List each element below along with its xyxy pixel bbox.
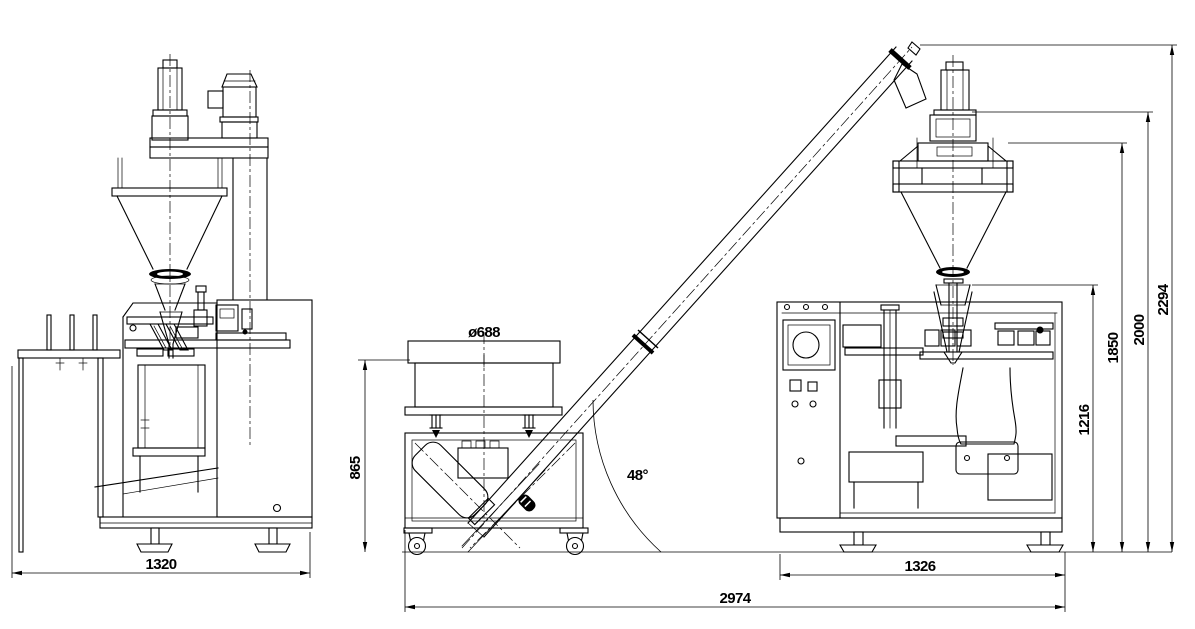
dim-platform-height: 1216: [972, 284, 1098, 552]
dimension-annotations: 1320 ø688 865 48° 2974: [11, 44, 1177, 612]
dim-filler-height: 1850: [1008, 142, 1127, 552]
cone-hopper-front: [116, 195, 223, 359]
feeder-side-view: [403, 332, 589, 556]
feeder-hopper: [404, 340, 563, 416]
panel-knob-3: [797, 457, 805, 465]
dim-overall-height: 2294: [920, 44, 1177, 552]
dim-motor-height-label: 2000: [1131, 314, 1148, 345]
front-view: [17, 54, 313, 553]
panel-dial: [792, 331, 820, 359]
caster-right: [559, 527, 589, 556]
dim-hopper-diameter-label: ø688: [468, 324, 500, 341]
dim-filler-height-label: 1850: [1105, 332, 1122, 363]
dim-end-width: 1326: [779, 554, 1065, 580]
dim-overall-width: 2974: [404, 530, 1066, 612]
screw-conveyor: [461, 41, 927, 549]
bag-outline: [955, 367, 1017, 445]
bag-shelf: [17, 314, 121, 553]
dim-motor-height: 2000: [972, 111, 1153, 552]
dim-feeder-height: 865: [347, 359, 410, 552]
interior-mechanisms: [842, 304, 1054, 509]
dim-conveyor-angle-label: 48°: [627, 467, 648, 484]
dim-platform-height-label: 1216: [1076, 404, 1093, 435]
control-panel: [782, 319, 836, 465]
dim-front-width-label: 1320: [146, 556, 177, 573]
cone-hopper-end: [900, 191, 1007, 364]
dim-overall-width-label: 2974: [720, 590, 752, 607]
drive-motor: [207, 73, 259, 139]
vibration-mounts: [429, 414, 536, 438]
panel-button-1: [789, 379, 802, 392]
dim-end-width-label: 1326: [905, 558, 936, 575]
auger-motor: [151, 59, 189, 141]
cabinet-front: [94, 299, 313, 553]
cabinet-end: [776, 301, 1064, 553]
forming-frame: [132, 364, 206, 493]
caster-left: [403, 527, 433, 556]
dim-conveyor-angle: 48°: [592, 399, 662, 553]
dim-front-width: 1320: [11, 366, 311, 578]
dim-feeder-height-label: 865: [347, 456, 364, 479]
panel-knob-1: [791, 400, 799, 408]
dim-overall-height-label: 2294: [1155, 283, 1172, 315]
panel-button-2: [807, 381, 818, 392]
panel-knob-2: [809, 400, 817, 408]
end-view: [776, 55, 1064, 553]
